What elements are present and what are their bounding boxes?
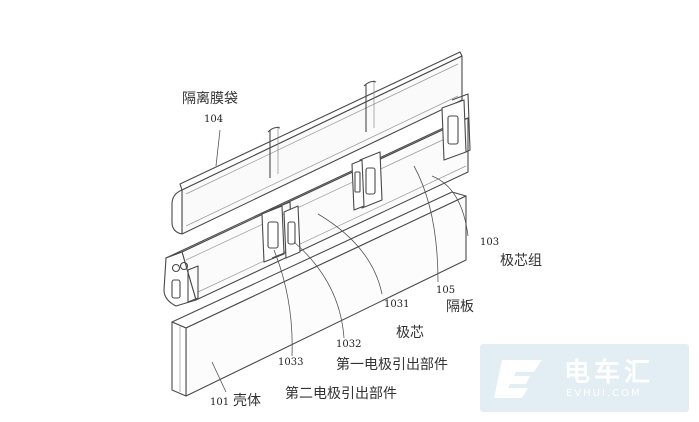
separator-bag-number: 104	[204, 114, 224, 125]
core-group	[163, 93, 471, 307]
watermark-name: 电车汇	[564, 358, 655, 388]
lead1-label: 第一电极引出部件	[336, 357, 448, 373]
shell	[171, 191, 467, 397]
separator-plate-number: 105	[436, 285, 456, 296]
leader-lines	[211, 129, 469, 393]
electrode-core-number: 1031	[384, 299, 410, 310]
separator-bag-label: 隔离膜袋	[182, 91, 238, 107]
shell-number: 101	[210, 397, 230, 408]
ev-logo-icon	[494, 360, 542, 398]
lead2-label: 第二电极引出部件	[285, 386, 397, 402]
separator-bag	[171, 51, 463, 235]
separator-plate-label: 隔板	[446, 299, 474, 315]
lead2-number: 1032	[336, 339, 362, 350]
core-group-label: 极芯组	[500, 253, 542, 269]
core-group-number: 103	[480, 237, 500, 248]
watermark: 电车汇 EVHUI.COM	[480, 344, 689, 412]
separator-plate	[351, 151, 383, 211]
watermark-url: EVHUI.COM	[566, 388, 642, 399]
shell-label: 壳体	[233, 393, 261, 409]
lead1-number: 1033	[278, 357, 304, 368]
electrode-core-label: 极芯	[396, 325, 424, 341]
lead-tab-1032	[283, 205, 301, 259]
